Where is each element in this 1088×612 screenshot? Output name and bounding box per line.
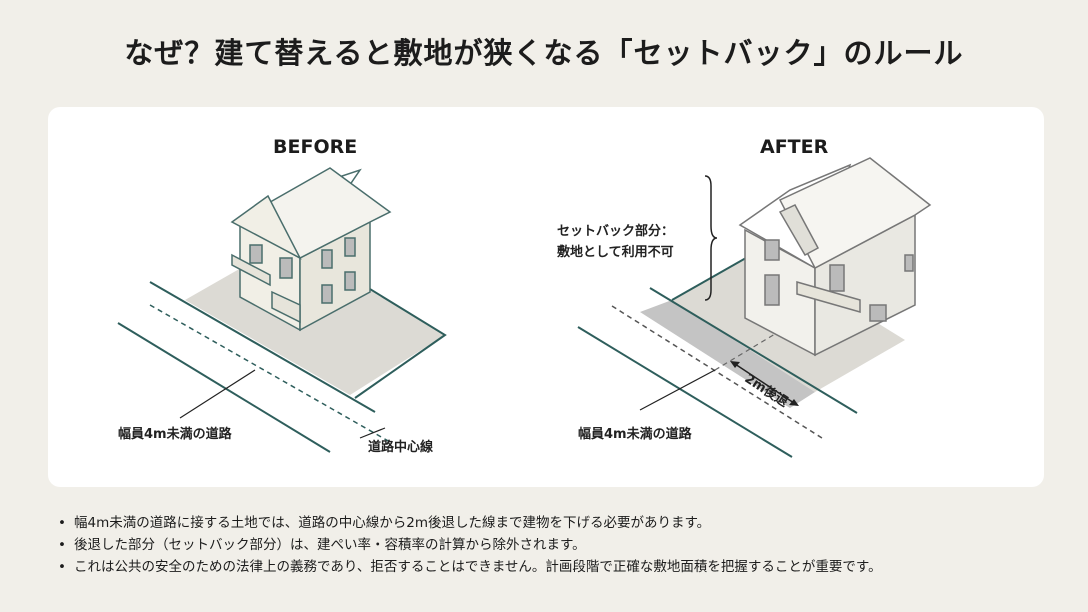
before-road-edge-lower bbox=[117, 322, 331, 453]
after-setback-label-line1: セットバック部分： bbox=[557, 224, 675, 239]
after-road-edge-upper bbox=[649, 287, 858, 414]
before-road-label: 幅員4m未満の道路 bbox=[118, 427, 232, 442]
before-house-icon bbox=[230, 167, 392, 332]
before-road-edge-upper bbox=[149, 281, 376, 413]
before-centerline-label: 道路中心線 bbox=[368, 440, 434, 455]
after-road-edge-lower bbox=[577, 326, 793, 458]
setback-bracket-icon bbox=[704, 175, 718, 301]
before-road-centerline bbox=[149, 304, 391, 443]
after-distance-arrow bbox=[731, 361, 798, 406]
list-item: これは公共の安全のための法律上の義務であり、拒否することはできません。計画段階で… bbox=[58, 556, 882, 578]
arrow-head-right-icon bbox=[789, 399, 799, 406]
before-centerline-leader bbox=[359, 427, 386, 439]
after-road-leader bbox=[639, 369, 716, 411]
before-road-leader bbox=[179, 369, 256, 419]
before-diagram bbox=[117, 167, 447, 453]
explanation-list: 幅4m未満の道路に接する土地では、道路の中心線から2m後退した線まで建物を下げる… bbox=[58, 512, 882, 578]
before-heading: BEFORE bbox=[273, 136, 358, 158]
after-diagram bbox=[577, 157, 932, 458]
after-setback-area bbox=[640, 300, 815, 408]
after-house-icon bbox=[738, 157, 932, 357]
page-title: なぜ？建て替えると敷地が狭くなる「セットバック」のルール bbox=[124, 36, 964, 70]
after-setback-label-line2: 敷地として利用不可 bbox=[557, 245, 674, 260]
list-item: 後退した部分（セットバック部分）は、建ぺい率・容積率の計算から除外されます。 bbox=[58, 534, 882, 556]
after-heading: AFTER bbox=[760, 136, 829, 158]
arrow-head-left-icon bbox=[730, 361, 740, 368]
after-road-label: 幅員4m未満の道路 bbox=[578, 427, 692, 442]
list-item: 幅4m未満の道路に接する土地では、道路の中心線から2m後退した線まで建物を下げる… bbox=[58, 512, 882, 534]
